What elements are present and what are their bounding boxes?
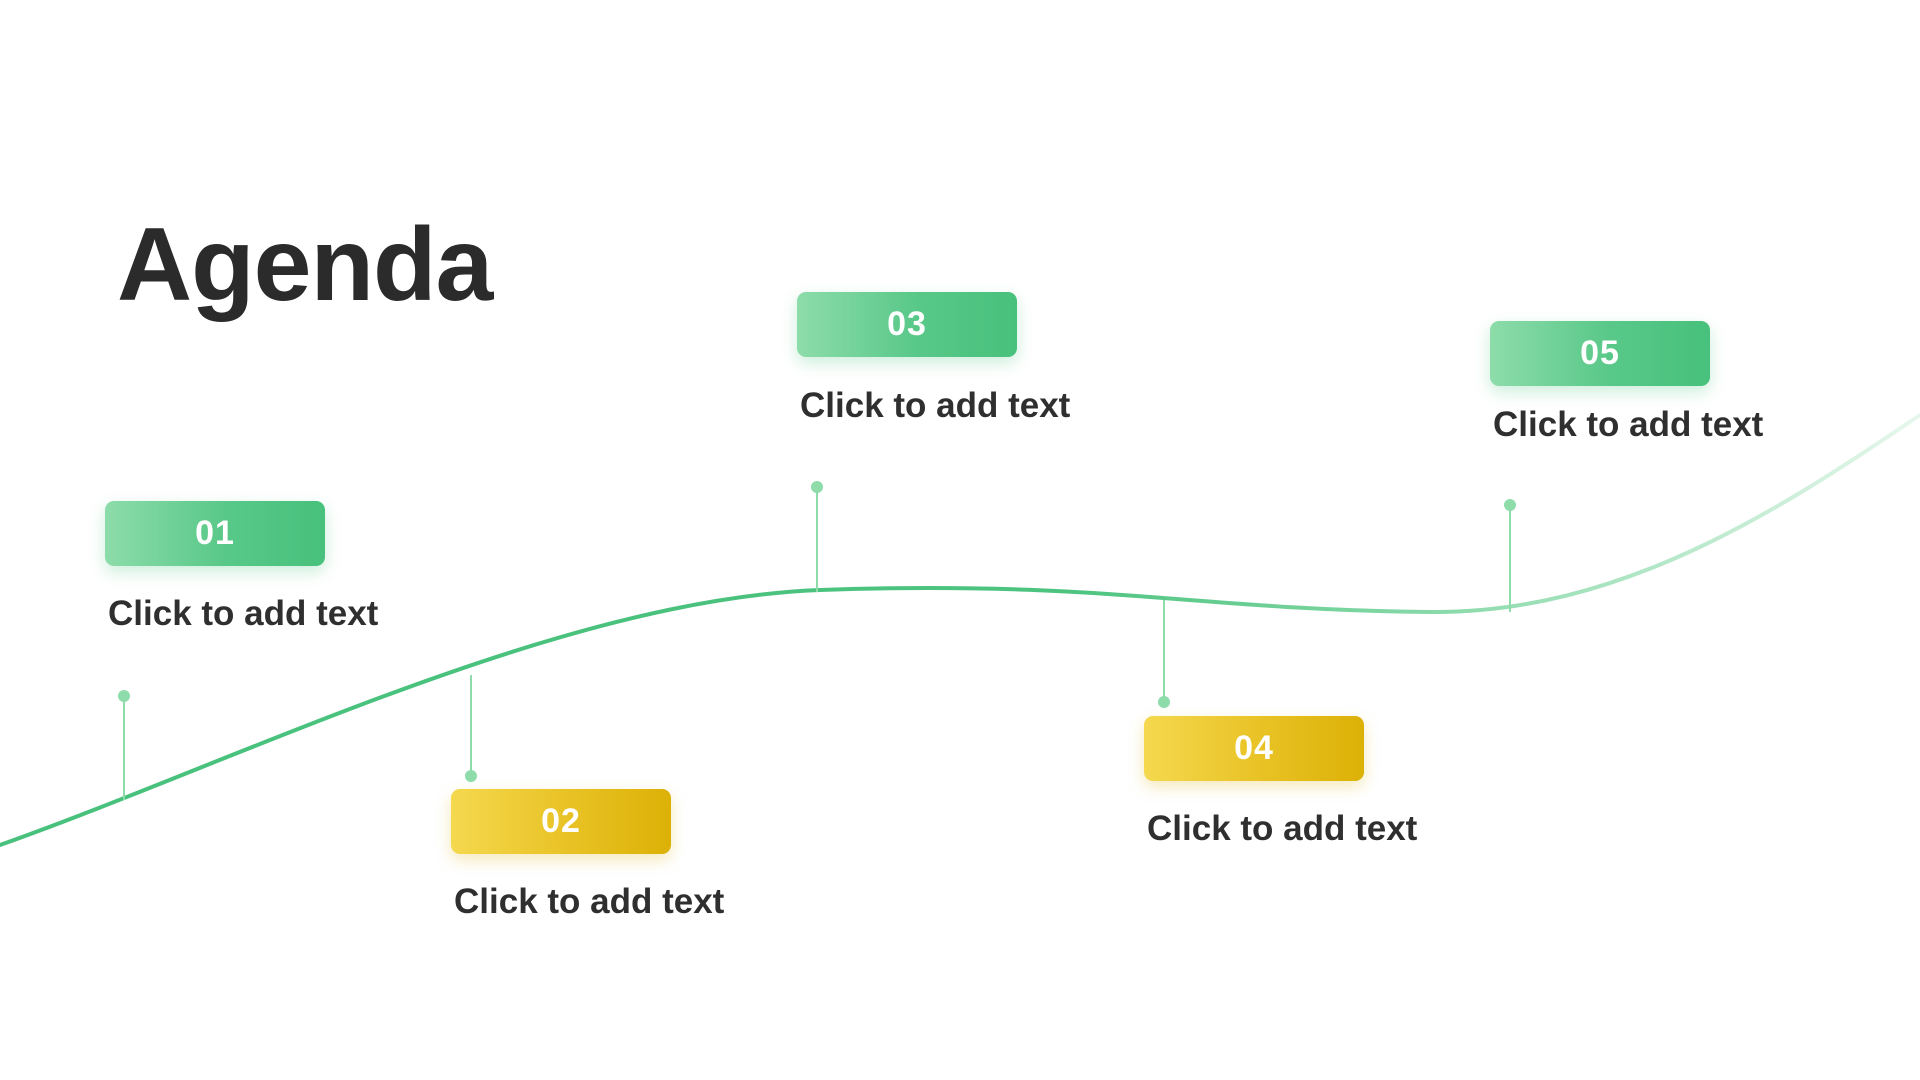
agenda-text-02[interactable]: Click to add text — [454, 882, 725, 921]
page-title[interactable]: Agenda — [117, 207, 493, 323]
agenda-badge-05[interactable]: 05 — [1490, 321, 1710, 386]
agenda-badge-03[interactable]: 03 — [797, 292, 1017, 357]
timeline-curve — [0, 413, 1920, 847]
connector-dot-01 — [118, 690, 130, 702]
agenda-text-01[interactable]: Click to add text — [108, 594, 379, 633]
agenda-badge-01[interactable]: 01 — [105, 501, 325, 566]
connector-dot-03 — [811, 481, 823, 493]
connector-dot-04 — [1158, 696, 1170, 708]
agenda-text-04[interactable]: Click to add text — [1147, 809, 1418, 848]
agenda-text-05[interactable]: Click to add text — [1493, 405, 1764, 444]
connector-dot-02 — [465, 770, 477, 782]
agenda-text-03[interactable]: Click to add text — [800, 386, 1071, 425]
agenda-badge-02[interactable]: 02 — [451, 789, 671, 854]
agenda-badge-04[interactable]: 04 — [1144, 716, 1364, 781]
connector-dot-05 — [1504, 499, 1516, 511]
